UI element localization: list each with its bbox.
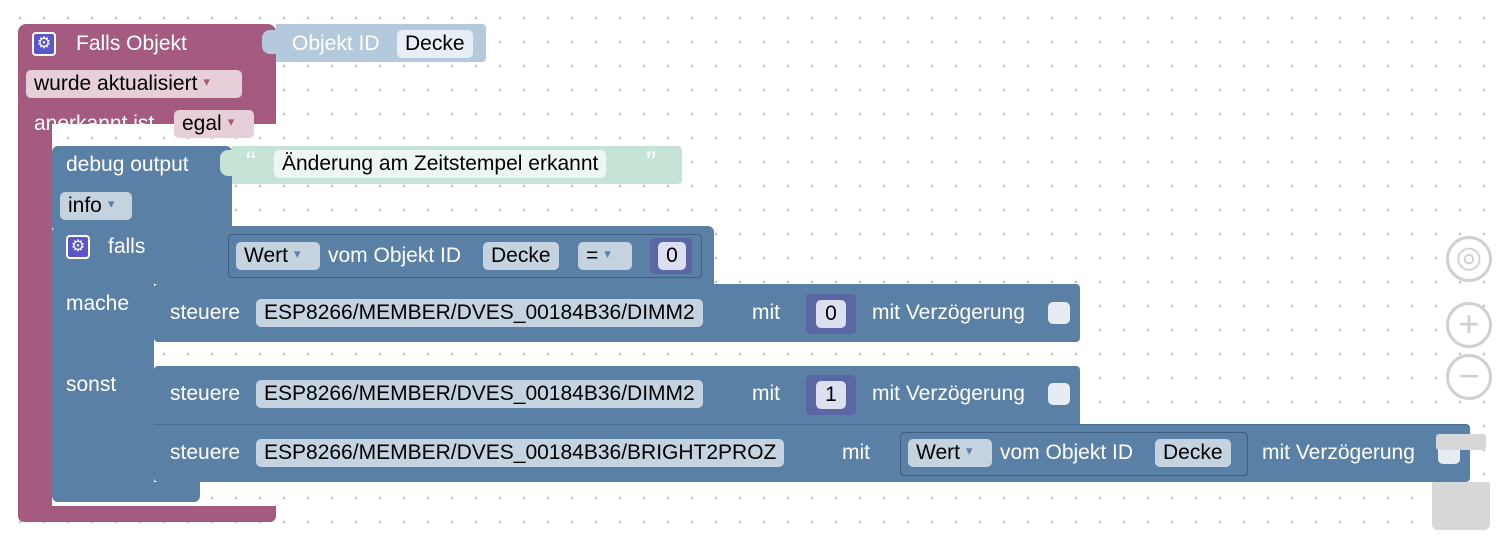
delay-checkbox[interactable] bbox=[1048, 302, 1070, 324]
cond-object-label: vom Objekt ID bbox=[328, 244, 462, 267]
control-mit-label: mit bbox=[752, 382, 780, 405]
control-target-field[interactable]: ESP8266/MEMBER/DVES_00184B36/DIMM2 bbox=[256, 380, 703, 408]
chevron-down-icon: ▾ bbox=[227, 114, 235, 130]
if-block-footer bbox=[52, 482, 200, 502]
ack-dropdown[interactable]: egal ▾ bbox=[174, 110, 254, 138]
operator-value: = bbox=[586, 244, 599, 267]
event-condition-dropdown[interactable]: wurde aktualisiert ▾ bbox=[26, 70, 242, 98]
ack-value: egal bbox=[182, 112, 222, 135]
chevron-down-icon: ▾ bbox=[293, 246, 301, 262]
compare-number-field[interactable]: 0 bbox=[658, 242, 686, 270]
value-field-dropdown[interactable]: Wert ▾ bbox=[908, 439, 992, 467]
recenter-icon[interactable]: ◎ bbox=[1446, 236, 1492, 282]
event-object-field[interactable]: Decke bbox=[397, 30, 473, 58]
puzzle-connector bbox=[262, 30, 278, 54]
gear-icon[interactable]: ⚙ bbox=[66, 235, 90, 259]
control-label: steuere bbox=[170, 382, 241, 405]
gear-icon[interactable]: ⚙ bbox=[32, 32, 56, 56]
trash-icon[interactable] bbox=[1432, 434, 1490, 530]
trash-lid bbox=[1436, 434, 1486, 450]
delay-checkbox[interactable] bbox=[1048, 383, 1070, 405]
event-title: Falls Objekt bbox=[76, 32, 187, 55]
value-object-field[interactable]: Decke bbox=[1155, 439, 1231, 467]
delay-label: mit Verzögerung bbox=[1262, 441, 1415, 464]
if-block-spine bbox=[52, 284, 154, 490]
event-block-footer bbox=[18, 506, 276, 522]
do-label: mache bbox=[66, 292, 130, 315]
cond-field-value: Wert bbox=[244, 244, 288, 267]
event-block-spine bbox=[18, 124, 52, 508]
cond-object-field[interactable]: Decke bbox=[483, 242, 559, 270]
if-label: falls bbox=[108, 235, 146, 258]
puzzle-connector bbox=[220, 150, 236, 176]
chevron-down-icon: ▾ bbox=[203, 74, 210, 90]
chevron-down-icon: ▾ bbox=[604, 246, 611, 262]
quote-open-icon: “ bbox=[246, 146, 256, 179]
operator-dropdown[interactable]: =▾ bbox=[578, 242, 632, 270]
else-label: sonst bbox=[66, 373, 117, 396]
quote-close-icon: ” bbox=[646, 146, 656, 179]
trash-body bbox=[1432, 482, 1490, 530]
value-object-label: vom Objekt ID bbox=[1000, 441, 1134, 464]
value-field-value: Wert bbox=[916, 441, 960, 464]
delay-label: mit Verzögerung bbox=[872, 382, 1025, 405]
control-target-field[interactable]: ESP8266/MEMBER/DVES_00184B36/BRIGHT2PROZ bbox=[256, 439, 785, 467]
debug-label: debug output bbox=[66, 153, 189, 176]
control-label: steuere bbox=[170, 441, 241, 464]
control-value-field[interactable]: 0 bbox=[816, 300, 846, 328]
chevron-down-icon: ▾ bbox=[107, 196, 115, 212]
zoom-in-icon[interactable]: + bbox=[1446, 302, 1492, 348]
control-target-field[interactable]: ESP8266/MEMBER/DVES_00184B36/DIMM2 bbox=[256, 299, 703, 327]
control-label: steuere bbox=[170, 301, 241, 324]
debug-level-value: info bbox=[68, 194, 102, 217]
control-mit-label: mit bbox=[752, 301, 780, 324]
cond-field-dropdown[interactable]: Wert ▾ bbox=[236, 242, 320, 270]
event-condition-value: wurde aktualisiert bbox=[34, 72, 198, 95]
event-object-label: Objekt ID bbox=[292, 32, 380, 55]
delay-label: mit Verzögerung bbox=[872, 301, 1025, 324]
debug-text-field[interactable]: Änderung am Zeitstempel erkannt bbox=[274, 150, 607, 178]
debug-level-dropdown[interactable]: info ▾ bbox=[60, 192, 132, 220]
control-mit-label: mit bbox=[842, 441, 870, 464]
chevron-down-icon: ▾ bbox=[965, 443, 973, 459]
ack-label: anerkannt ist bbox=[34, 112, 155, 135]
control-value-field[interactable]: 1 bbox=[816, 381, 846, 409]
zoom-out-icon[interactable]: − bbox=[1446, 354, 1492, 400]
